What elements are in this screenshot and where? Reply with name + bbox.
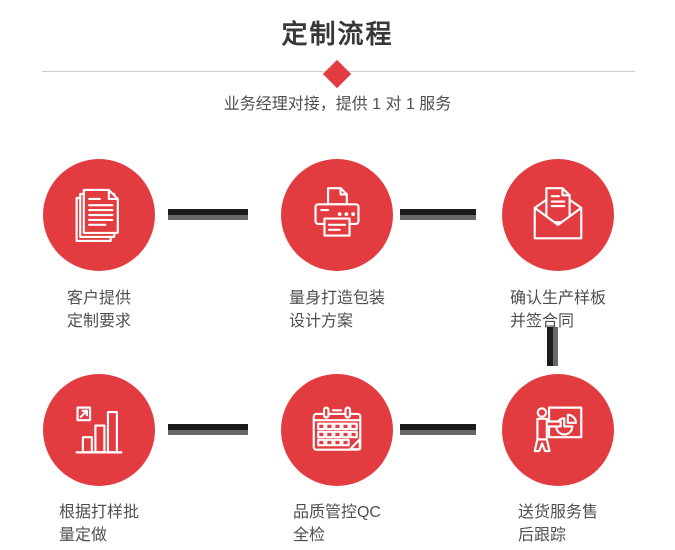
calendar-icon bbox=[312, 406, 362, 451]
step-circle-2 bbox=[281, 159, 393, 271]
step-label-line: 送货服务售 bbox=[517, 504, 598, 521]
step-label-line: 并签合同 bbox=[509, 313, 574, 330]
step-label-line: 客户提供 bbox=[66, 290, 131, 307]
step-label-6: 送货服务售 后跟踪 bbox=[468, 501, 648, 547]
bar-chart-icon bbox=[75, 406, 123, 454]
step-label-line: 品质管控QC bbox=[292, 504, 381, 521]
presentation-icon bbox=[533, 406, 583, 453]
step-label-line: 根据打样批 bbox=[58, 504, 139, 521]
connector-horizontal bbox=[168, 424, 248, 435]
step-circle-6 bbox=[502, 374, 614, 486]
connector-vertical bbox=[547, 327, 558, 366]
step-label-line: 后跟踪 bbox=[517, 527, 566, 544]
envelope-icon bbox=[533, 187, 583, 240]
step-label-2: 量身打造包装 设计方案 bbox=[247, 287, 427, 333]
step-circle-3 bbox=[502, 159, 614, 271]
step-label-line: 量定做 bbox=[58, 527, 107, 544]
step-label-line: 确认生产样板 bbox=[509, 290, 606, 307]
step-label-4: 根据打样批 量定做 bbox=[9, 501, 189, 547]
diamond-marker bbox=[322, 59, 352, 89]
step-label-line: 定制要求 bbox=[66, 313, 131, 330]
documents-icon bbox=[75, 188, 119, 243]
page-title: 定制流程 bbox=[281, 19, 394, 49]
step-circle-5 bbox=[281, 374, 393, 486]
step-circle-1 bbox=[43, 159, 155, 271]
printer-icon bbox=[314, 187, 360, 237]
step-circle-4 bbox=[43, 374, 155, 486]
step-label-3: 确认生产样板 并签合同 bbox=[468, 287, 648, 333]
subtitle: 业务经理对接，提供 1 对 1 服务 bbox=[223, 96, 452, 113]
connector-horizontal bbox=[400, 209, 476, 220]
step-label-5: 品质管控QC 全检 bbox=[247, 501, 427, 547]
step-label-line: 设计方案 bbox=[288, 313, 353, 330]
connector-horizontal bbox=[400, 424, 476, 435]
step-label-1: 客户提供 定制要求 bbox=[9, 287, 189, 333]
step-label-line: 全检 bbox=[292, 527, 325, 544]
step-label-line: 量身打造包装 bbox=[288, 290, 385, 307]
connector-horizontal bbox=[168, 209, 248, 220]
